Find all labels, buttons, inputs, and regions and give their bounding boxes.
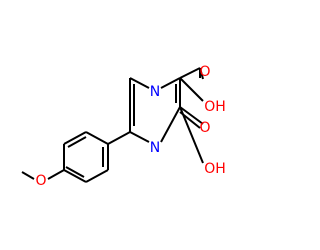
benzene-bond-5: [63, 131, 87, 145]
atom-nitrogen-bottom: N: [150, 140, 160, 156]
pyrazine-bond-c3-n4: [160, 106, 181, 143]
atom-nitrogen-top: N: [150, 84, 160, 100]
carboxyl-2-c-o: [179, 106, 204, 125]
methoxy-c-o-bond: [47, 169, 65, 180]
atom-hydroxyl-2: OH: [204, 161, 226, 177]
bonds: [21, 67, 204, 183]
methoxy-o-ch3-bond: [21, 171, 35, 180]
carboxyl-1-c-oh: [179, 77, 204, 102]
benzene-bond-6: [85, 131, 109, 145]
pyrazine-bond-c6-n1: [129, 77, 150, 89]
atom-oxygen-carbonyl-2: O: [199, 120, 210, 136]
benzene-double-2: [65, 166, 85, 178]
atom-labels: N N O OH O OH O: [35, 64, 225, 189]
aryl-link-bond: [107, 131, 131, 145]
benzene-double-3: [67, 136, 87, 148]
chemical-structure: N N O OH O OH O: [21, 64, 226, 189]
pyrazine-bond-n1-c2: [160, 77, 181, 89]
carboxyl-1-bond: [179, 67, 201, 79]
benzene-bond-3: [63, 169, 87, 183]
benzene-bond-2: [85, 169, 109, 183]
atom-oxygen-carbonyl-1: O: [199, 64, 210, 80]
atom-hydroxyl-1: OH: [204, 99, 226, 115]
atom-oxygen-methoxy: O: [35, 173, 46, 189]
carboxyl-2-c-oh: [179, 106, 204, 164]
carboxyl-1-c-o-double: [199, 67, 204, 80]
pyrazine-bond-n4-c5: [129, 131, 150, 143]
